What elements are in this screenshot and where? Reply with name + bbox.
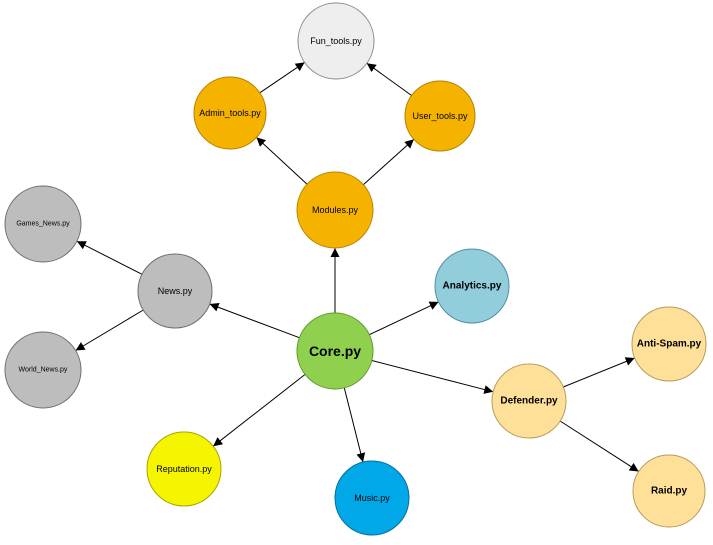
node-news: News.py [137, 253, 213, 329]
node-games-news: Games_News.py [4, 185, 82, 263]
node-user-tools-circle [404, 80, 476, 152]
node-raid-circle [632, 454, 706, 528]
edge-core-to-analytics [369, 301, 439, 336]
node-defender-label: Defender.py [500, 396, 558, 407]
edge-news-to-world-news [75, 309, 144, 351]
node-raid: Raid.py [632, 454, 706, 528]
node-core-label: Core.py [309, 343, 361, 359]
node-modules-label: Modules.py [312, 205, 359, 215]
node-music-label: Music.py [354, 493, 390, 503]
node-anti-spam-circle [631, 306, 707, 382]
edge-news-to-games-news [76, 240, 143, 275]
node-anti-spam: Anti-Spam.py [631, 306, 707, 382]
node-defender-circle [491, 363, 567, 439]
node-analytics: Analytics.py [434, 248, 510, 324]
node-admin-tools: Admin_tools.py [193, 76, 267, 150]
node-games-news-label: Games_News.py [16, 221, 70, 228]
node-reputation-label: Reputation.py [156, 464, 212, 474]
node-anti-spam-label: Anti-Spam.py [637, 339, 702, 350]
node-raid-label: Raid.py [651, 486, 688, 497]
node-news-label: News.py [158, 286, 193, 296]
node-modules: Modules.py [296, 171, 374, 249]
edge-defender-to-anti-spam [563, 357, 635, 388]
node-analytics-circle [434, 248, 510, 324]
node-world-news-label: World_News.py [19, 367, 68, 374]
node-user-tools-label: User_tools.py [412, 111, 468, 121]
node-music: Music.py [334, 460, 410, 536]
node-defender: Defender.py [491, 363, 567, 439]
node-games-news-circle [4, 185, 82, 263]
node-modules-circle [296, 171, 374, 249]
node-admin-tools-circle [193, 76, 267, 150]
node-news-circle [137, 253, 213, 329]
node-world-news-circle [4, 331, 82, 409]
edge-modules-to-user-tools [362, 138, 415, 186]
node-fun-tools-label: Fun_tools.py [310, 36, 362, 46]
node-admin-tools-label: Admin_tools.py [199, 108, 261, 118]
edge-modules-to-admin-tools [256, 137, 308, 185]
edge-core-to-defender [371, 360, 494, 394]
node-reputation-circle [146, 431, 222, 507]
edge-admin-tools-to-fun-tools [259, 61, 305, 94]
edges-layer [75, 61, 639, 472]
node-fun-tools-circle [297, 2, 375, 80]
node-user-tools: User_tools.py [404, 80, 476, 152]
edge-user-tools-to-fun-tools [366, 62, 412, 96]
node-world-news: World_News.py [4, 331, 82, 409]
node-analytics-label: Analytics.py [443, 281, 502, 292]
node-reputation: Reputation.py [146, 431, 222, 507]
edge-core-to-reputation [212, 374, 306, 447]
edge-core-to-music [343, 387, 366, 463]
node-fun-tools: Fun_tools.py [297, 2, 375, 80]
edge-core-to-news [209, 302, 300, 339]
node-music-circle [334, 460, 410, 536]
node-core-circle [296, 312, 374, 390]
edge-defender-to-raid [559, 420, 639, 472]
node-core: Core.py [296, 312, 374, 390]
